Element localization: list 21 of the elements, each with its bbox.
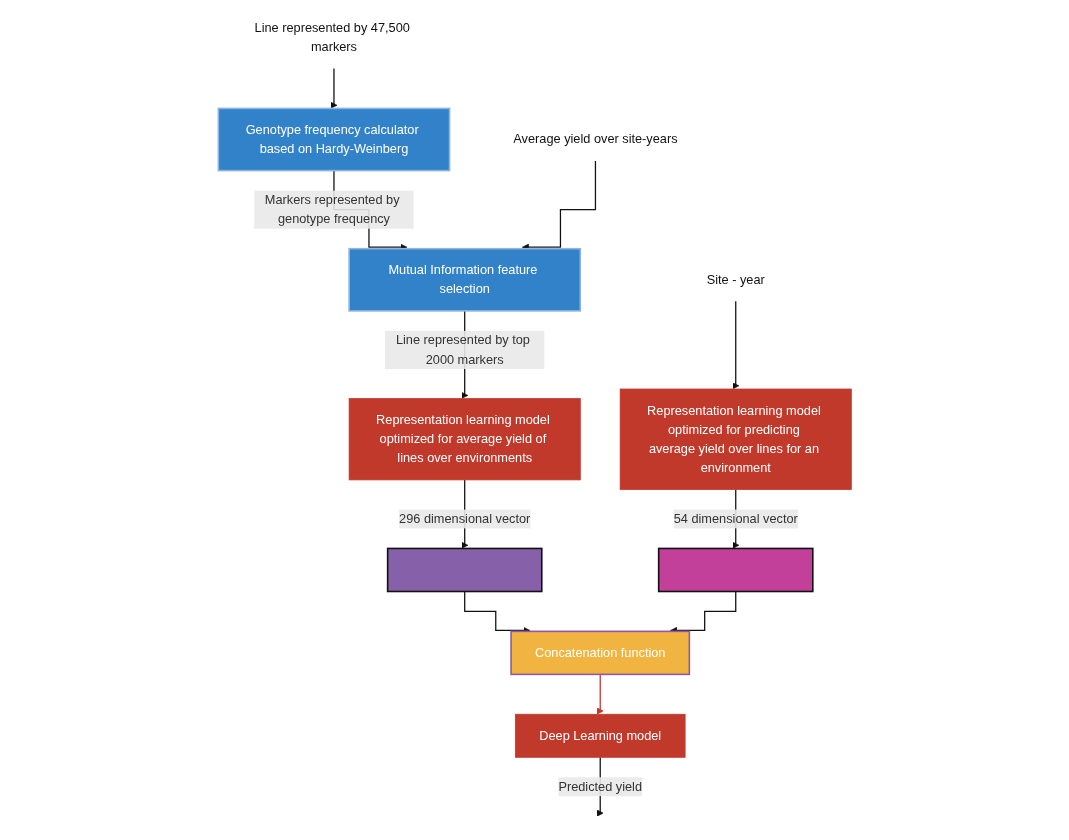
- arrow: [596, 673, 604, 715]
- node-box: Concatenation function: [509, 630, 690, 676]
- arrow: [330, 67, 338, 109]
- edge-label: 54 dimensional vector: [673, 511, 798, 526]
- node-box: Deep Learning model: [514, 713, 686, 758]
- arrow: [463, 590, 530, 634]
- edge-label: Markers represented by genotype frequency: [264, 192, 400, 226]
- node-text: Site - year: [706, 272, 765, 287]
- node-text: Average yield over site-years: [512, 132, 678, 146]
- edge-label: 296 dimensional vector: [398, 511, 530, 526]
- node-box: Mutual Information feature selection: [347, 247, 581, 312]
- node-box: Representation learning model optimized for predicting average yield over lines for an environment: [619, 388, 852, 490]
- node-bar: [386, 547, 543, 593]
- node-bar: [657, 547, 814, 593]
- edge-label: Line represented by top 2000 markers: [395, 333, 530, 366]
- node-box: Genotype frequency calculator based on Hardy-Weinberg: [217, 107, 450, 172]
- edge-label: Predicted yield: [558, 779, 642, 794]
- arrow: [731, 300, 739, 390]
- node-text: Line represented by 47,500 markers: [254, 20, 410, 54]
- node-box: Representation learning model optimized for average yield of lines over environments: [348, 398, 581, 481]
- arrow: [669, 590, 736, 634]
